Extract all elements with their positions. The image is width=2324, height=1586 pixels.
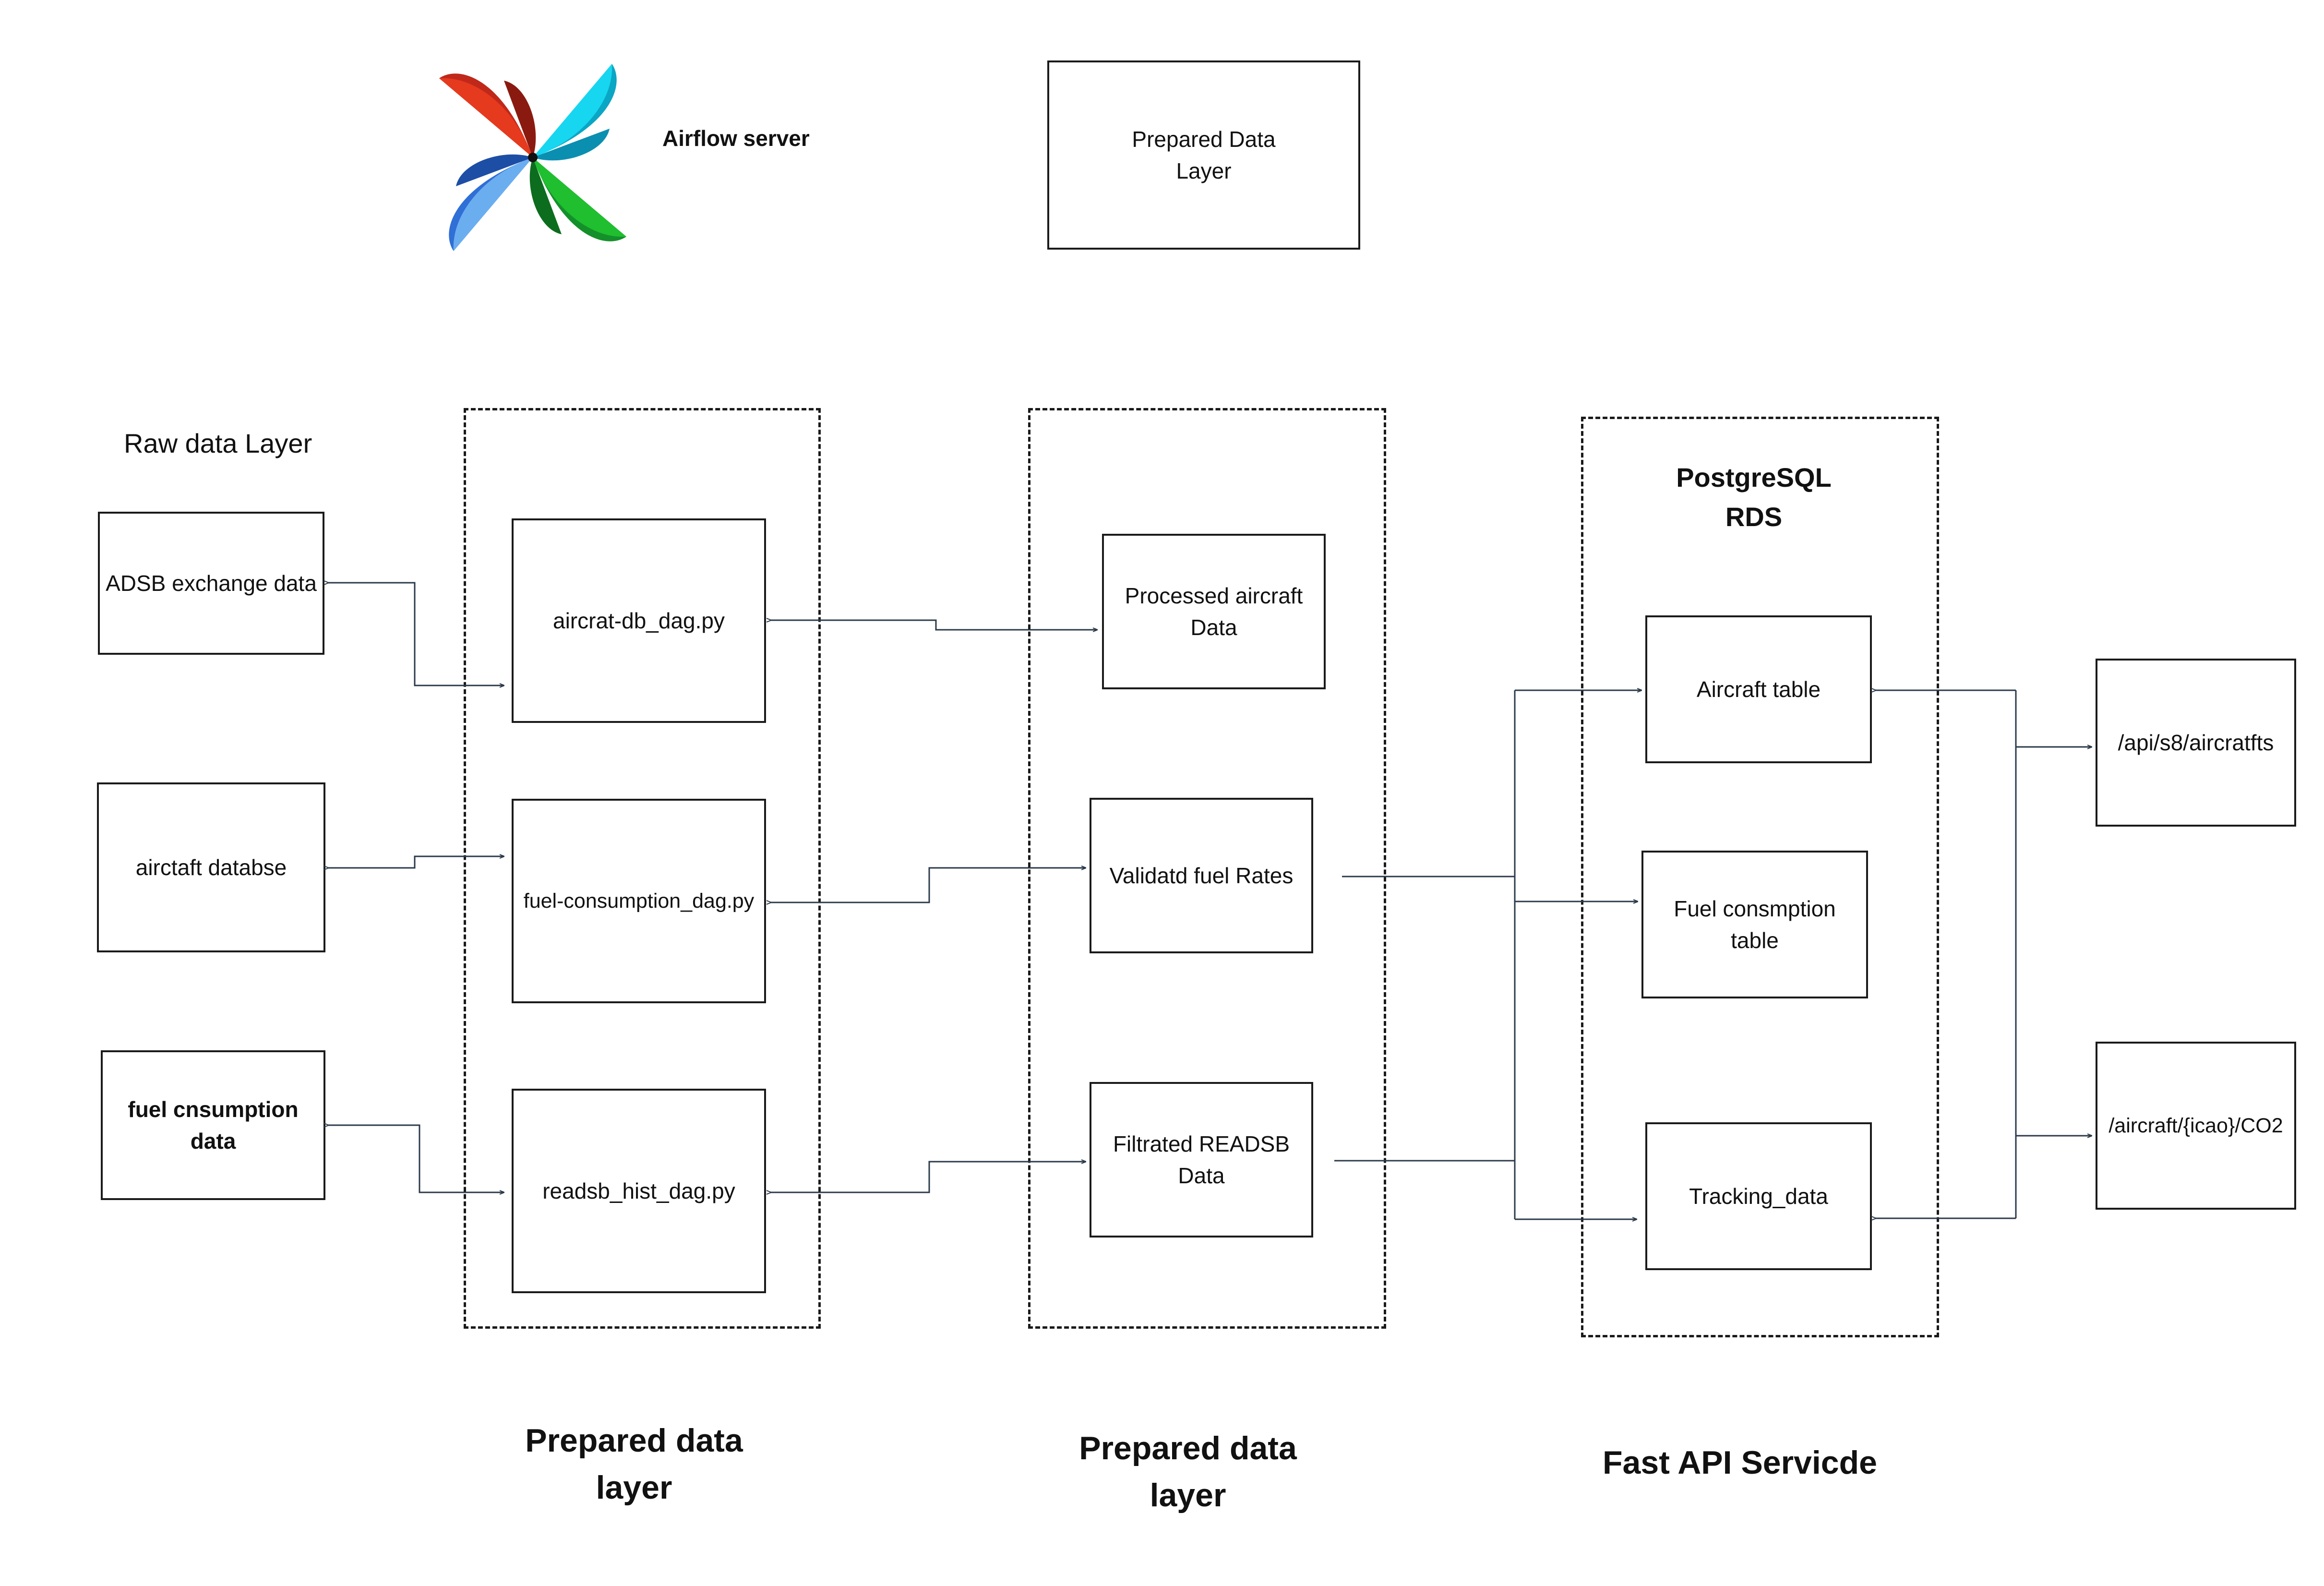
- link-dag-filtrated: [771, 1162, 1086, 1192]
- link-fuel-dag: [328, 1125, 504, 1192]
- link-dag-validated: [771, 868, 1086, 902]
- dag-aircraft-db: aircrat-db_dag.py: [512, 518, 766, 723]
- source-label: ADSB exchange data: [106, 571, 317, 596]
- table-fuel-consumption: Fuel consmption table: [1641, 851, 1868, 998]
- endpoint-label: /aircraft/{icao}/CO2: [2108, 1114, 2283, 1137]
- prepared-label: Filtrated READSB Data: [1113, 1131, 1290, 1188]
- airflow-server-label: Airflow server: [662, 126, 810, 151]
- source-label: airctaft databse: [135, 855, 287, 880]
- caption-fastapi: Fast API Servicde: [1603, 1444, 1877, 1481]
- api-co2-endpoint: /aircraft/{icao}/CO2: [2096, 1042, 2296, 1210]
- prepared-data-layer-label: Prepared Data Layer: [1132, 127, 1276, 183]
- table-label: Aircraft table: [1696, 677, 1821, 702]
- airflow-logo-icon: [439, 64, 626, 251]
- prepared-label: Validatd fuel Rates: [1109, 863, 1294, 888]
- table-label: Fuel consmption table: [1674, 896, 1836, 953]
- dag-label: aircrat-db_dag.py: [553, 608, 725, 633]
- table-aircraft: Aircraft table: [1645, 615, 1872, 763]
- postgres-title: PostgreSQL RDS: [1676, 462, 1832, 532]
- api-aircrafts-endpoint: /api/s8/aircratfts: [2096, 659, 2296, 827]
- source-adsb-exchange: ADSB exchange data: [98, 512, 324, 655]
- table-label: Tracking_data: [1689, 1184, 1828, 1209]
- postgres-group: [1581, 417, 1939, 1337]
- source-aircraft-database: airctaft databse: [97, 782, 325, 952]
- source-label: fuel cnsumption data: [128, 1097, 299, 1153]
- link-aircraftdb-dag: [328, 856, 504, 868]
- prepared-label: Processed aircraft Data: [1125, 583, 1303, 640]
- dag-readsb-hist: readsb_hist_dag.py: [512, 1089, 766, 1293]
- caption-dag-column: Prepared data layer: [525, 1422, 743, 1506]
- dag-label: fuel-consumption_dag.py: [523, 889, 755, 913]
- table-tracking-data: Tracking_data: [1645, 1122, 1872, 1270]
- dag-fuel-consumption: fuel-consumption_dag.py: [512, 799, 766, 1003]
- prepared-validated-fuel: Validatd fuel Rates: [1090, 798, 1313, 953]
- caption-prepared-column: Prepared data layer: [1079, 1430, 1297, 1514]
- link-dag-processed: [771, 620, 1097, 630]
- prepared-filtrated-readsb: Filtrated READSB Data: [1090, 1082, 1313, 1238]
- endpoint-label: /api/s8/aircratfts: [2118, 730, 2274, 755]
- prepared-data-layer-box: Prepared Data Layer: [1047, 60, 1360, 250]
- prepared-processed-aircraft: Processed aircraft Data: [1102, 534, 1326, 689]
- raw-layer-title: Raw data Layer: [124, 428, 312, 458]
- link-adsb-dag: [328, 583, 504, 685]
- dag-label: readsb_hist_dag.py: [542, 1178, 735, 1203]
